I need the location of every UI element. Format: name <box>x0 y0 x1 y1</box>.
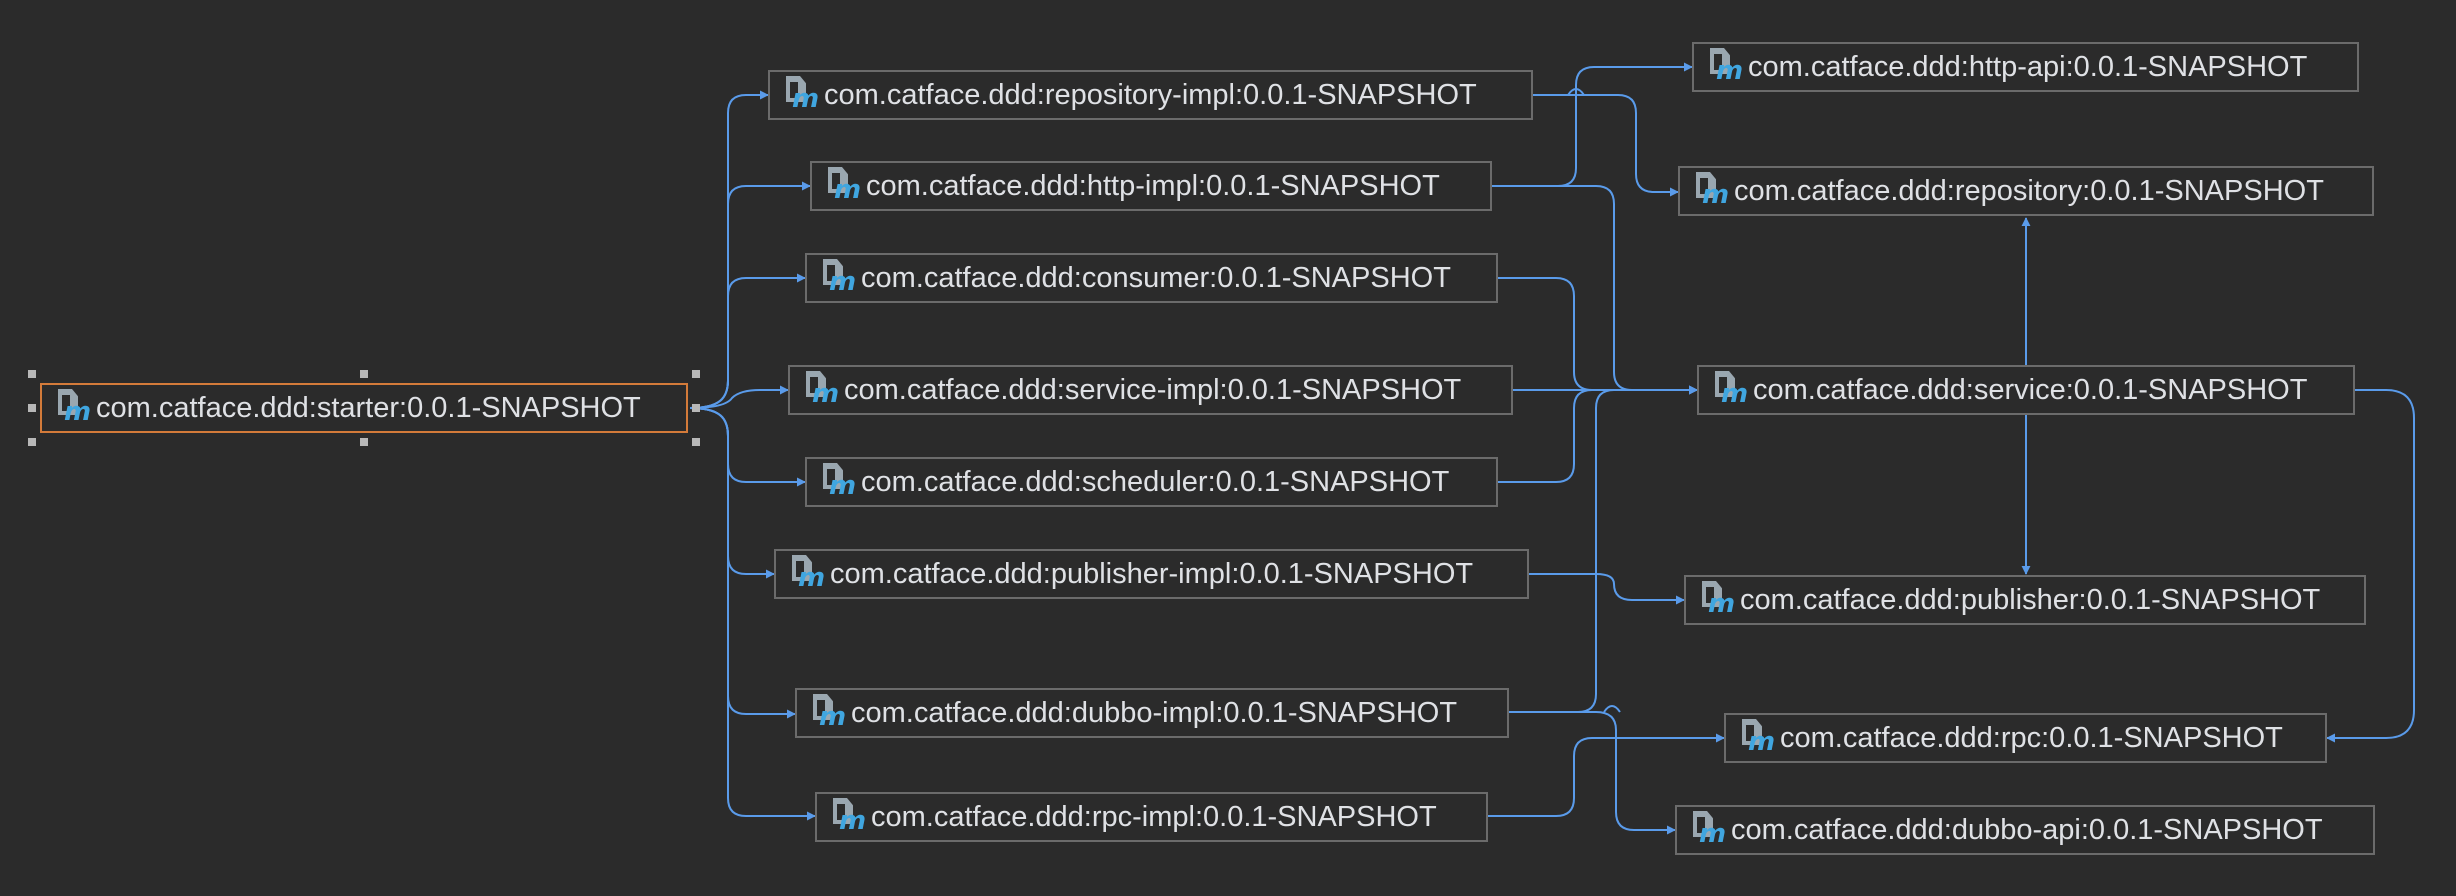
node-service-impl[interactable]: m com.catface.ddd:service-impl:0.0.1-SNA… <box>788 365 1513 415</box>
node-publisher-impl[interactable]: m com.catface.ddd:publisher-impl:0.0.1-S… <box>774 549 1529 599</box>
selection-handle[interactable] <box>360 438 368 446</box>
node-label: com.catface.ddd:http-api:0.0.1-SNAPSHOT <box>1748 50 2308 83</box>
edge-starter-service-impl <box>689 385 789 409</box>
node-label: com.catface.ddd:dubbo-impl:0.0.1-SNAPSHO… <box>851 696 1458 729</box>
node-label: com.catface.ddd:publisher-impl:0.0.1-SNA… <box>830 557 1474 590</box>
maven-module-icon: m <box>54 389 91 427</box>
edge-publisher-impl-publisher <box>1529 573 1685 605</box>
node-label: com.catface.ddd:consumer:0.0.1-SNAPSHOT <box>861 261 1451 294</box>
node-http-impl[interactable]: m com.catface.ddd:http-impl:0.0.1-SNAPSH… <box>810 161 1492 211</box>
node-http-api[interactable]: m com.catface.ddd:http-api:0.0.1-SNAPSHO… <box>1692 42 2359 92</box>
edge-repository-impl-repository <box>1533 94 1679 197</box>
edge-http-impl-service <box>1492 185 1698 395</box>
node-label: com.catface.ddd:repository-impl:0.0.1-SN… <box>824 78 1477 111</box>
maven-module-icon: m <box>809 694 846 732</box>
maven-module-icon: m <box>1711 371 1748 409</box>
node-label: com.catface.ddd:service:0.0.1-SNAPSHOT <box>1753 373 2308 406</box>
edge-service-rpc <box>2326 389 2415 743</box>
node-label: com.catface.ddd:http-impl:0.0.1-SNAPSHOT <box>866 169 1440 202</box>
node-service[interactable]: m com.catface.ddd:service:0.0.1-SNAPSHOT <box>1697 365 2355 415</box>
node-publisher[interactable]: m com.catface.ddd:publisher:0.0.1-SNAPSH… <box>1684 575 2366 625</box>
maven-module-icon: m <box>788 555 825 593</box>
maven-module-icon: m <box>782 76 819 114</box>
node-rpc-impl[interactable]: m com.catface.ddd:rpc-impl:0.0.1-SNAPSHO… <box>815 792 1488 842</box>
edge-dubbo-impl-dubbo-api <box>1509 711 1676 835</box>
edge-dubbo-impl-service <box>1509 385 1698 713</box>
node-scheduler[interactable]: m com.catface.ddd:scheduler:0.0.1-SNAPSH… <box>805 457 1498 507</box>
node-dubbo-api[interactable]: m com.catface.ddd:dubbo-api:0.0.1-SNAPSH… <box>1675 805 2375 855</box>
maven-module-icon: m <box>819 259 856 297</box>
node-repository-impl[interactable]: m com.catface.ddd:repository-impl:0.0.1-… <box>768 70 1533 120</box>
node-label: com.catface.ddd:dubbo-api:0.0.1-SNAPSHOT <box>1731 813 2323 846</box>
node-repository[interactable]: m com.catface.ddd:repository:0.0.1-SNAPS… <box>1678 166 2374 216</box>
edge-hop-2 <box>1603 705 1621 713</box>
selection-handle[interactable] <box>692 404 700 412</box>
edge-starter-scheduler <box>689 407 806 487</box>
node-label: com.catface.ddd:publisher:0.0.1-SNAPSHOT <box>1740 583 2321 616</box>
node-label: com.catface.ddd:starter:0.0.1-SNAPSHOT <box>96 391 641 424</box>
edge-scheduler-service <box>1498 385 1698 483</box>
maven-module-icon: m <box>1706 48 1743 86</box>
edge-hop-1 <box>1567 88 1585 96</box>
node-consumer[interactable]: m com.catface.ddd:consumer:0.0.1-SNAPSHO… <box>805 253 1498 303</box>
node-label: com.catface.ddd:service-impl:0.0.1-SNAPS… <box>844 373 1462 406</box>
maven-module-icon: m <box>1738 719 1775 757</box>
node-rpc[interactable]: m com.catface.ddd:rpc:0.0.1-SNAPSHOT <box>1724 713 2327 763</box>
edge-starter-rpc-impl <box>689 407 816 821</box>
maven-module-icon: m <box>1689 811 1726 849</box>
selection-handle[interactable] <box>28 404 36 412</box>
node-label: com.catface.ddd:repository:0.0.1-SNAPSHO… <box>1734 174 2324 207</box>
selection-handle[interactable] <box>692 370 700 378</box>
maven-module-icon: m <box>819 463 856 501</box>
node-dubbo-impl[interactable]: m com.catface.ddd:dubbo-impl:0.0.1-SNAPS… <box>795 688 1509 738</box>
maven-module-icon: m <box>802 371 839 409</box>
maven-module-icon: m <box>1692 172 1729 210</box>
node-label: com.catface.ddd:rpc:0.0.1-SNAPSHOT <box>1780 721 2283 754</box>
node-label: com.catface.ddd:rpc-impl:0.0.1-SNAPSHOT <box>871 800 1437 833</box>
maven-module-icon: m <box>829 798 866 836</box>
selection-handle[interactable] <box>28 438 36 446</box>
node-label: com.catface.ddd:scheduler:0.0.1-SNAPSHOT <box>861 465 1450 498</box>
edge-starter-repository-impl <box>689 90 769 409</box>
maven-module-icon: m <box>824 167 861 205</box>
selection-handle[interactable] <box>28 370 36 378</box>
edge-consumer-service <box>1498 277 1698 395</box>
maven-module-icon: m <box>1698 581 1735 619</box>
selection-handle[interactable] <box>360 370 368 378</box>
node-starter[interactable]: m com.catface.ddd:starter:0.0.1-SNAPSHOT <box>40 383 688 433</box>
edge-starter-publisher-impl <box>689 407 775 579</box>
selection-handle[interactable] <box>692 438 700 446</box>
